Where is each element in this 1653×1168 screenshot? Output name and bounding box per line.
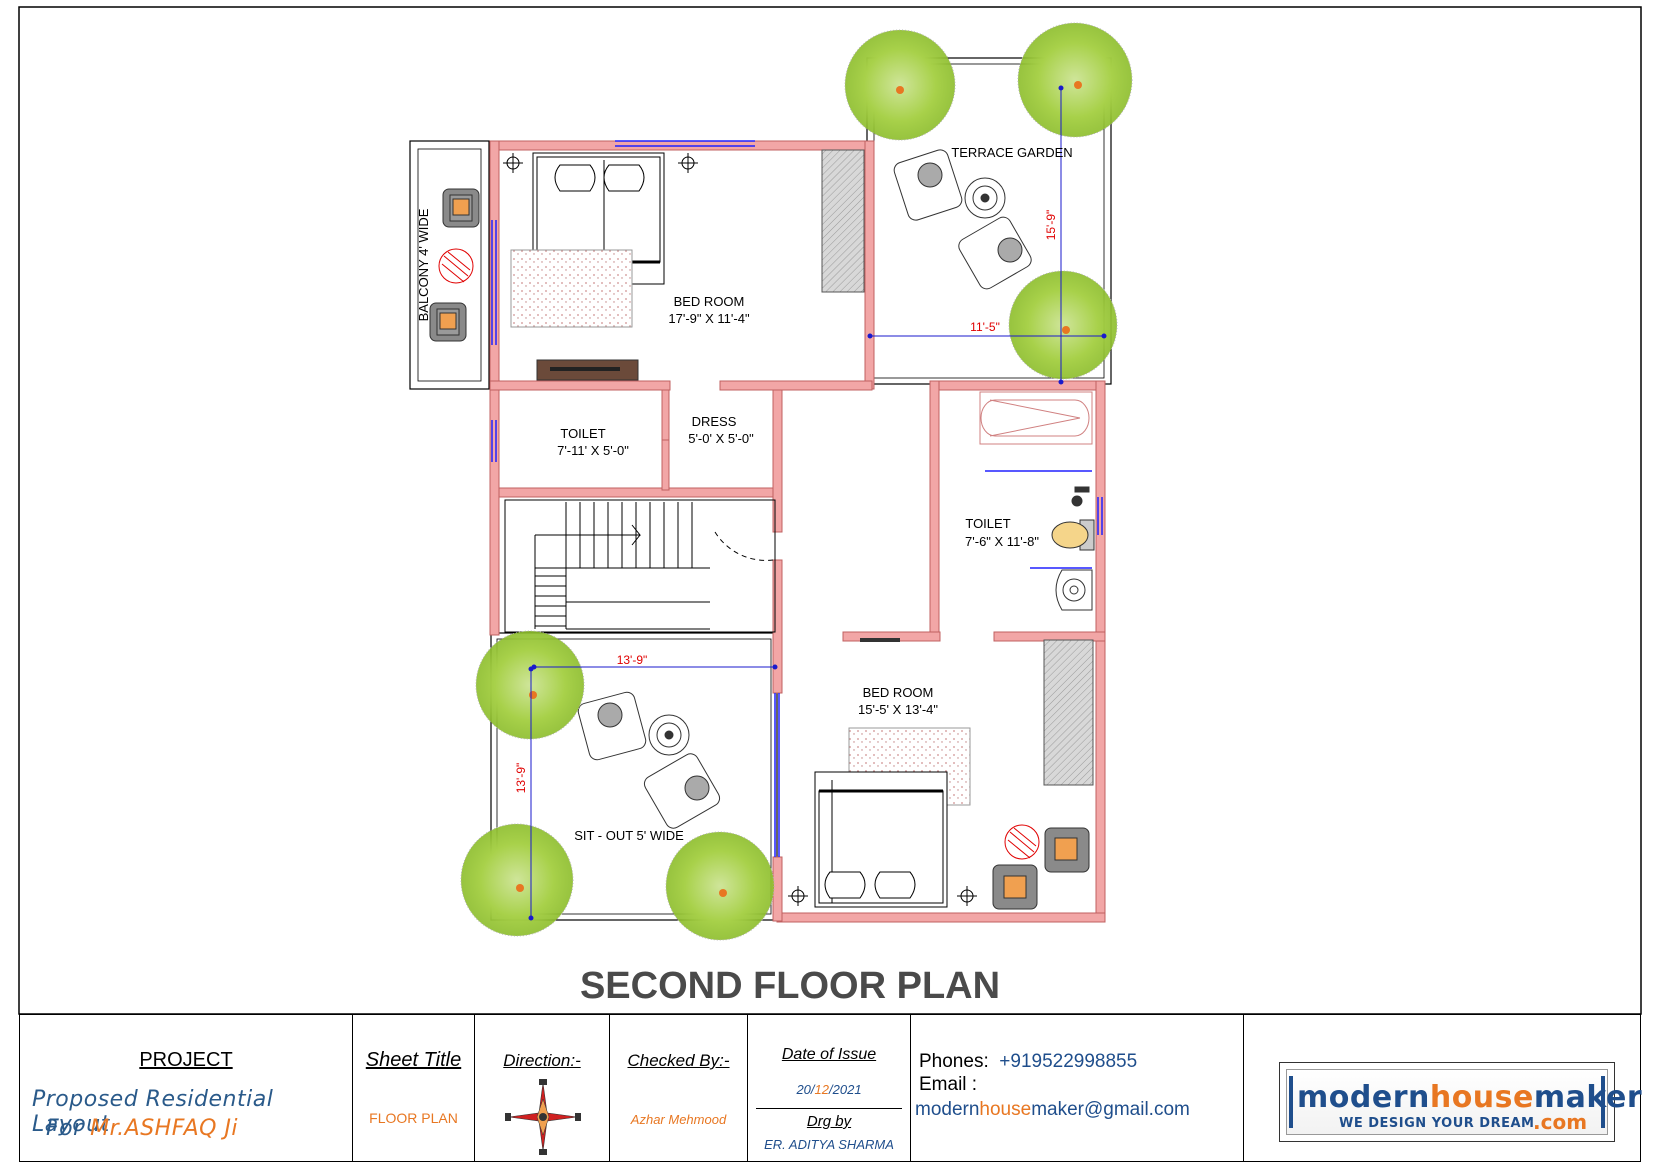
logo-cell: modernhousemaker WE DESIGN YOUR DREAM .c…	[1244, 1015, 1642, 1161]
wardrobe-bottom	[1043, 639, 1094, 786]
door-bottom	[860, 638, 900, 642]
logo-word-modern: modern	[1297, 1080, 1430, 1115]
date-year: 2021	[832, 1082, 862, 1097]
title-block: PROJECT Proposed Residential Layout For …	[19, 1014, 1642, 1162]
date-sep-2: /	[829, 1082, 833, 1097]
sitout-width-dim: 13'-9"	[617, 653, 648, 667]
contact-cell: Phones: +919522998855 Email : modernhous…	[911, 1015, 1244, 1161]
terrace-width-dim: 11'-5"	[970, 320, 1000, 334]
lamp-icons-top	[503, 153, 698, 173]
bed-room-2-size: 15'-5' X 13'-4"	[858, 702, 938, 717]
bed-bottom	[814, 771, 948, 908]
windows	[491, 140, 1103, 857]
phones-line: Phones: +919522998855	[919, 1051, 1137, 1073]
bed-room-1-size: 17'-9" X 11'-4"	[668, 311, 750, 326]
drawn-by-value: ER. ADITYA SHARMA	[764, 1137, 894, 1152]
sheet-title-heading: Sheet Title	[365, 1049, 462, 1071]
client-name: Mr.ASHFAQ Ji	[90, 1116, 239, 1141]
bedroom-table	[1004, 824, 1040, 860]
balcony-outline	[409, 140, 490, 390]
project-heading: PROJECT	[139, 1049, 233, 1071]
email-label: Email :	[919, 1074, 978, 1095]
date-cell: Date of Issue 20/12/2021 Drg by ER. ADIT…	[748, 1015, 911, 1161]
toilet-1-size: 7'-11' X 5'-0"	[557, 443, 629, 458]
lamp-icons-bottom	[788, 886, 977, 906]
date-value: 20/12/2021	[748, 1082, 910, 1097]
drawing-title: SECOND FLOOR PLAN	[580, 965, 1000, 1007]
project-cell: PROJECT Proposed Residential Layout For …	[20, 1015, 353, 1161]
balcony-label: BALCONY 4' WIDE	[416, 208, 431, 321]
project-line2: For Mr.ASHFAQ Ji	[46, 1116, 238, 1141]
wash-basin	[1055, 569, 1093, 611]
logo-word-house: house	[1429, 1080, 1534, 1115]
bedroom-chairs	[992, 827, 1090, 910]
date-day: 20	[796, 1082, 811, 1097]
checked-by-heading: Checked By:-	[627, 1051, 730, 1070]
date-month: 12	[814, 1082, 829, 1097]
wc	[1051, 486, 1095, 551]
sitout-outline	[490, 632, 778, 921]
sheet-title-cell: Sheet Title FLOOR PLAN	[353, 1015, 475, 1161]
checked-by-value: Azhar Mehmood	[630, 1112, 727, 1127]
balcony-chairs	[429, 188, 480, 342]
sheet-title-value: FLOOR PLAN	[369, 1110, 458, 1126]
drawn-by-heading: Drg by	[806, 1113, 852, 1130]
bathtub	[979, 391, 1093, 445]
direction-cell: Direction:-	[475, 1015, 610, 1161]
terrace-garden-label: TERRACE GARDEN	[951, 145, 1072, 160]
logo-wordmark: modernhousemaker	[1297, 1080, 1642, 1115]
email-value[interactable]: modernhousemaker@gmail.com	[915, 1099, 1190, 1121]
phone-value: +919522998855	[999, 1051, 1138, 1072]
dress-size: 5'-0' X 5'-0"	[688, 431, 754, 446]
email-part3: maker@gmail.com	[1031, 1099, 1190, 1120]
email-part1: modern	[915, 1099, 980, 1120]
toilet-2-label: TOILET	[965, 516, 1010, 531]
bed-room-1-label: BED ROOM	[674, 294, 745, 309]
logo-tagline: WE DESIGN YOUR DREAM	[1339, 1116, 1535, 1131]
sitout-furniture	[577, 691, 721, 829]
logo-suffix: .com	[1533, 1110, 1588, 1134]
dimension-lines	[528, 85, 1107, 921]
terrace-furniture	[893, 149, 1032, 290]
phones-label: Phones:	[919, 1051, 989, 1072]
walls	[489, 140, 1106, 923]
company-logo: modernhousemaker WE DESIGN YOUR DREAM .c…	[1279, 1062, 1642, 1142]
email-part2: house	[979, 1099, 1032, 1120]
trees	[460, 22, 1133, 941]
toilet-1-label: TOILET	[560, 426, 605, 441]
balcony-table	[438, 248, 474, 284]
direction-heading: Direction:-	[503, 1051, 581, 1070]
project-line1: Proposed Residential Layout	[32, 1087, 274, 1137]
rug-top	[510, 249, 633, 328]
sitout-label: SIT - OUT 5' WIDE	[574, 828, 684, 843]
logo-word-maker: maker	[1533, 1080, 1643, 1115]
checked-by-cell: Checked By:- Azhar Mehmood	[610, 1015, 748, 1161]
terrace-height-dim: 15'-9"	[1044, 210, 1058, 241]
date-sep-1: /	[810, 1082, 815, 1097]
staircase	[504, 499, 776, 633]
date-heading: Date of Issue	[781, 1046, 877, 1063]
wardrobe-top	[821, 149, 865, 293]
dress-label: DRESS	[692, 414, 737, 429]
toilet-2-size: 7'-6" X 11'-8"	[965, 534, 1039, 549]
bed-room-2-label: BED ROOM	[863, 685, 934, 700]
project-line2-prefix: For	[46, 1116, 91, 1141]
sitout-height-dim: 13'-9"	[514, 763, 528, 794]
compass-icon	[505, 1079, 581, 1155]
